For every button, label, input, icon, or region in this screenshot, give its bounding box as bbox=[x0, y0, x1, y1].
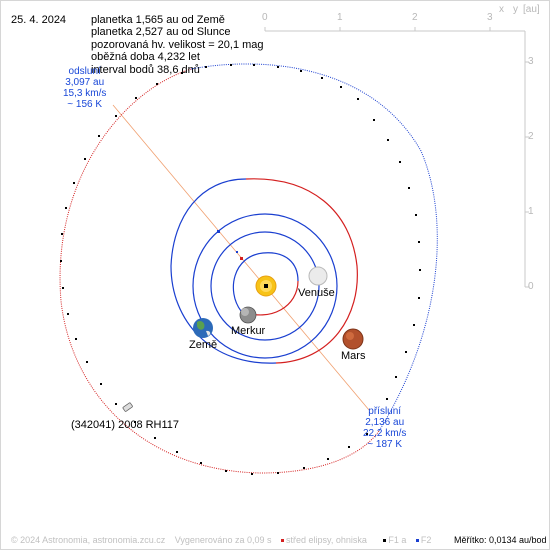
mercury-label: Merkur bbox=[231, 325, 266, 337]
legend-foci: F1 a F2 bbox=[383, 535, 438, 545]
mars-orbit-blue bbox=[170, 178, 277, 364]
aphelion-label: odsluní 3,097 au 15,3 km/s ~ 156 K bbox=[63, 66, 106, 110]
earth-distance: planetka 1,565 au od Země bbox=[91, 14, 225, 26]
sun-focus-marker bbox=[264, 284, 268, 288]
aphelion-speed: 15,3 km/s bbox=[63, 88, 107, 99]
asteroid-orbit-red bbox=[59, 68, 380, 474]
x-tick-0: 0 bbox=[262, 12, 268, 23]
info-panel: planetka 1,565 au od Země planetka 2,527… bbox=[91, 14, 264, 76]
aphelion-distance: 3,097 au bbox=[65, 77, 105, 88]
magnitude: pozorovaná hv. velikost = 20,1 mag bbox=[91, 38, 264, 51]
mercury-orbit-blue bbox=[232, 252, 299, 312]
x-tick-2: 2 bbox=[412, 12, 418, 23]
y-tick-0: 0 bbox=[528, 281, 534, 292]
x-tick-3: 3 bbox=[487, 12, 493, 23]
mars-label: Mars bbox=[341, 350, 366, 362]
footer: © 2024 Astronomia, astronomia.zcu.cz Vyg… bbox=[11, 535, 445, 545]
x-axis-label: x bbox=[499, 4, 504, 15]
mars-orbit-red bbox=[245, 178, 358, 364]
scale-label: Měřítko: 0,0134 au/bod bbox=[454, 535, 547, 545]
axis-unit: [au] bbox=[523, 4, 540, 15]
mars bbox=[342, 328, 364, 350]
y-tick-2: 2 bbox=[528, 131, 534, 142]
focus-f2-marker bbox=[217, 230, 220, 233]
x-tick-1: 1 bbox=[337, 12, 343, 23]
venus-orbit bbox=[210, 231, 320, 341]
earth-orbit-marker bbox=[236, 251, 238, 253]
orbit-point-markers bbox=[60, 64, 421, 475]
black-dot-icon bbox=[383, 539, 387, 543]
perihelion-distance: 2,136 au bbox=[365, 417, 405, 428]
y-tick-3: 3 bbox=[528, 56, 534, 67]
sun-distance: planetka 2,527 au od Slunce bbox=[91, 26, 231, 39]
venus bbox=[308, 266, 328, 286]
perihelion-speed: 22,2 km/s bbox=[363, 428, 407, 439]
venus-label: Venuše bbox=[298, 287, 335, 299]
earth-orbit bbox=[192, 213, 338, 359]
aphelion-temp: ~ 156 K bbox=[67, 99, 103, 110]
earth-label: Země bbox=[189, 339, 218, 351]
y-axis-label: y bbox=[513, 4, 518, 15]
asteroid-label: (342041) 2008 RH117 bbox=[71, 419, 180, 431]
footer-generated: Vygenerováno za 0,09 s bbox=[174, 535, 272, 545]
point-interval: interval bodů 38,6 dnů bbox=[91, 63, 200, 76]
footer-copyright: © 2024 Astronomia, astronomia.zcu.cz bbox=[11, 535, 166, 545]
legend-center: střed elipsy, ohniska bbox=[280, 535, 374, 545]
aphelion-title: odsluní bbox=[68, 66, 101, 77]
date-display: 25. 4. 2024 bbox=[11, 14, 67, 26]
orbital-period: oběžná doba 4,232 let bbox=[91, 51, 200, 64]
asteroid-orbit-blue bbox=[190, 63, 438, 432]
perihelion-label: přísluní 2,136 au 22,2 km/s ~ 187 K bbox=[363, 406, 406, 450]
y-tick-1: 1 bbox=[528, 206, 534, 217]
red-dot-icon bbox=[280, 539, 284, 543]
perihelion-title: přísluní bbox=[368, 406, 402, 417]
asteroid bbox=[122, 402, 133, 412]
ellipse-center-marker bbox=[240, 257, 243, 260]
perihelion-temp: ~ 187 K bbox=[367, 439, 403, 450]
blue-dot-icon bbox=[415, 539, 419, 543]
